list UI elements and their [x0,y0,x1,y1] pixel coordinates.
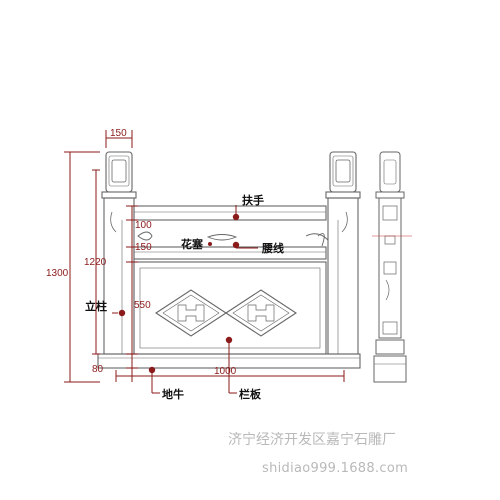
handrail-dot [232,213,240,221]
leader-dots [118,213,240,374]
side-view [373,151,407,383]
panel [133,261,327,355]
label-handrail: 扶手 [242,193,264,207]
dim-bay-length: 1000 [214,366,237,377]
ground-beam-dot [148,366,156,374]
label-waist-line: 腰线 [261,241,284,255]
dim-post-width: 150 [110,128,127,139]
handrail [133,205,327,221]
dim-handrail-height: 100 [135,220,152,231]
dim-waist-height: 150 [135,242,152,253]
panel-dot [225,336,233,344]
label-ground-beam: 地牛 [162,387,184,401]
dim-rail-height: 1220 [84,257,107,268]
front-elevation [97,151,361,369]
dim-panel-height: 550 [134,300,151,311]
left-post [101,151,137,355]
flower-plug-dot [208,242,212,246]
flower-plugs [137,231,329,247]
waist-line-dot [232,241,240,249]
dim-base-height: 80 [92,364,104,375]
label-panel: 栏板 [239,387,262,401]
dim-post-height: 1300 [46,268,69,279]
label-post: 立柱 [85,299,107,313]
watermark-company: 济宁经济开发区嘉宁石雕厂 [228,431,396,448]
label-flower-plug: 花塞 [181,237,204,251]
watermark-url: shidiao999.1688.com [262,461,408,476]
waist-line [133,246,327,260]
right-post [325,151,361,355]
post-dot [118,309,126,317]
dimension-lines [64,130,345,394]
